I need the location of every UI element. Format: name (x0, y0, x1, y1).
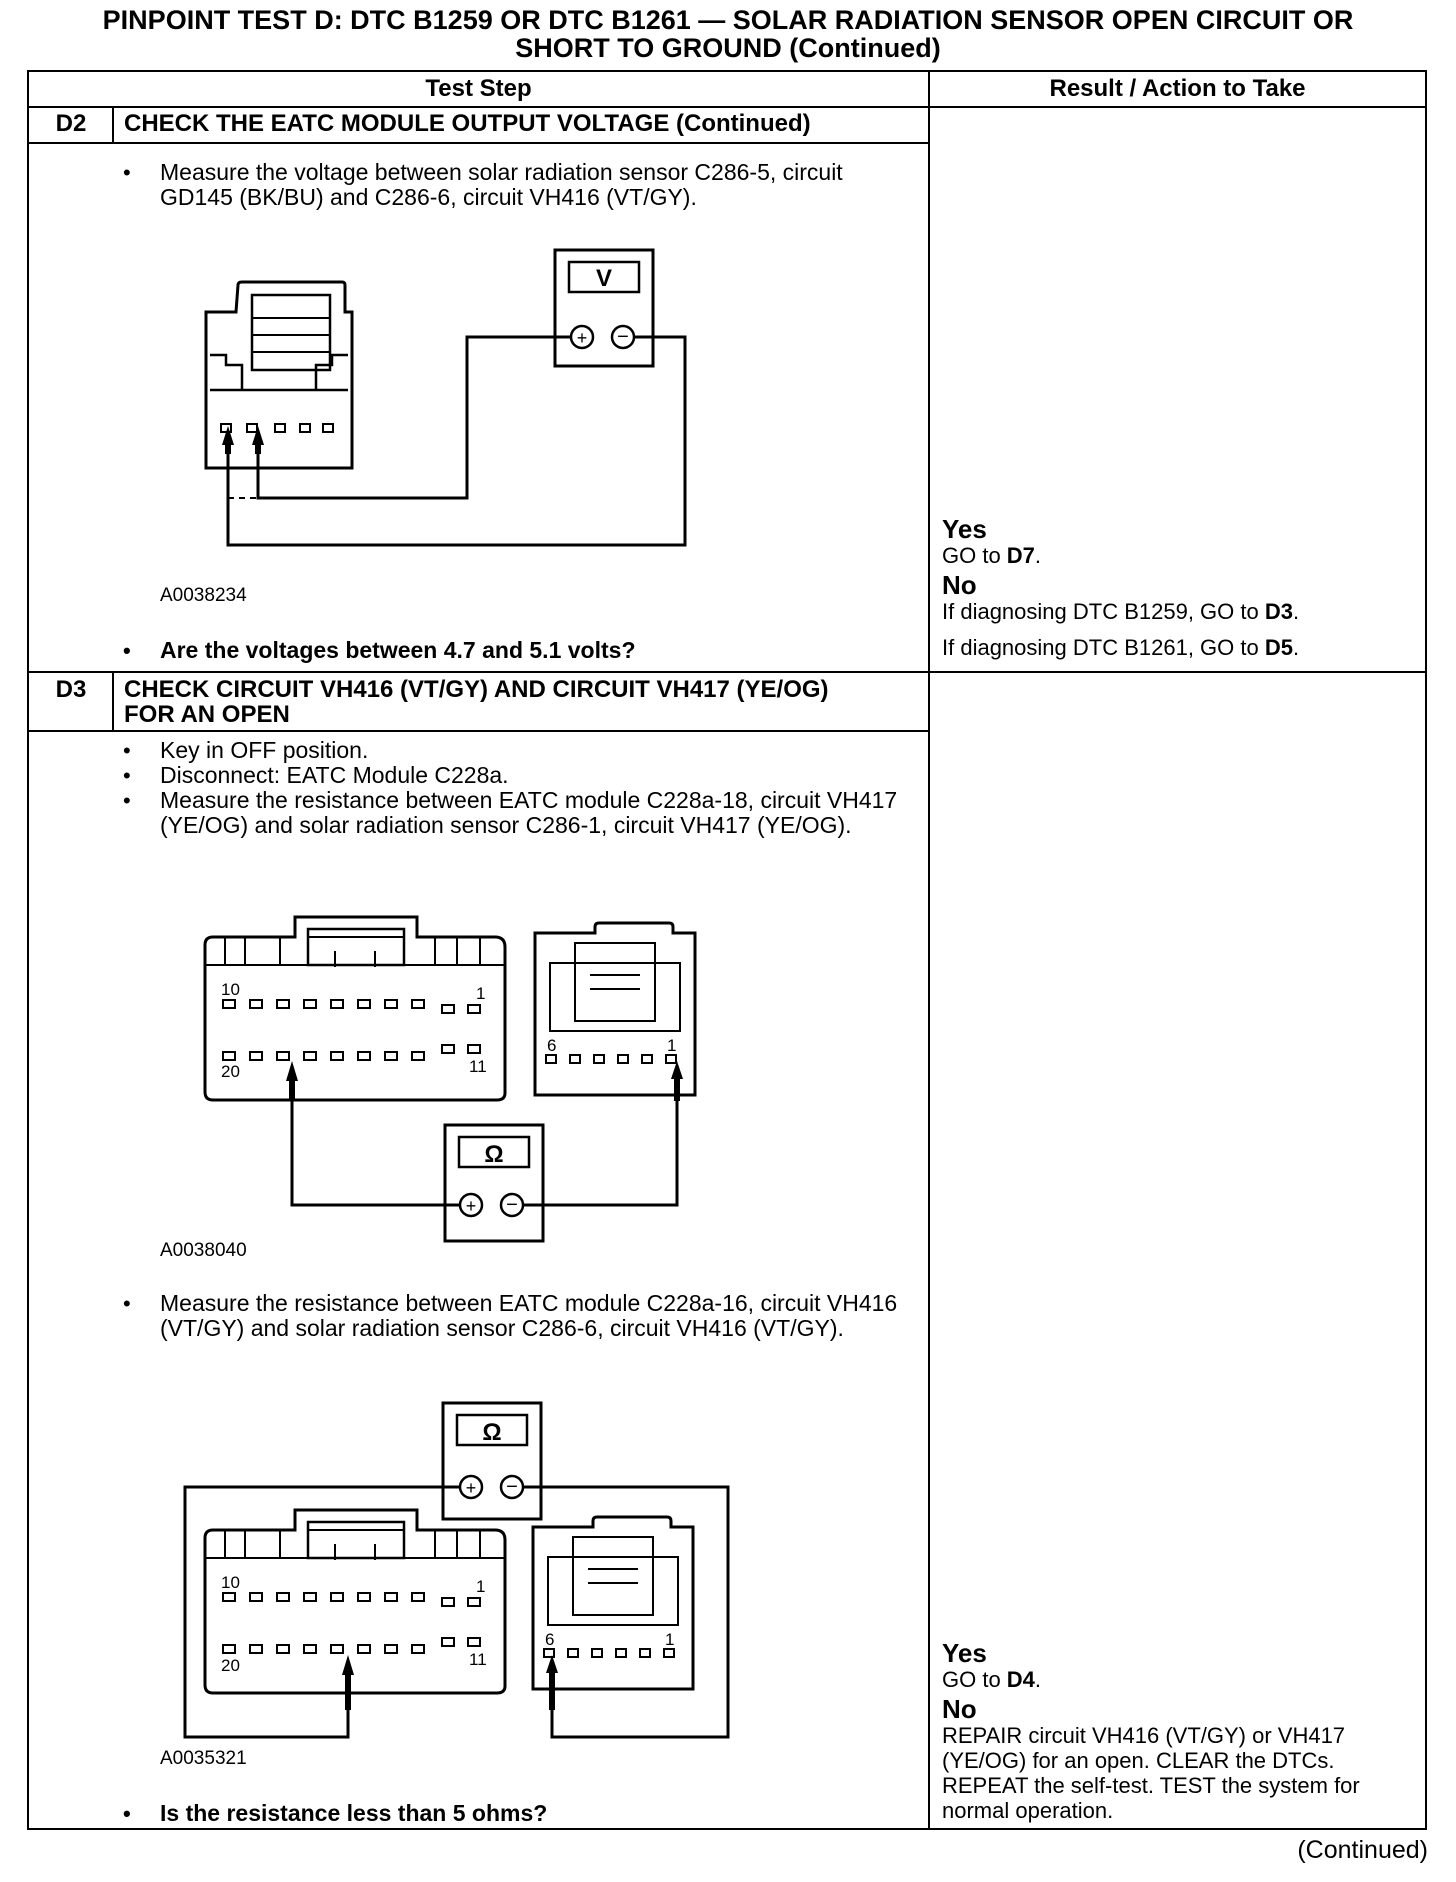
d2-figure-code: A0038234 (160, 585, 247, 606)
d2-no-action-b1261: If diagnosing DTC B1261, GO to D5. (942, 635, 1300, 660)
eatc-pin-1: 1 (476, 1577, 485, 1596)
d3-meter-symbol-2: Ω (482, 1419, 501, 1446)
d2-title-rule (27, 142, 929, 144)
d3-question: Is the resistance less than 5 ohms? (120, 1801, 920, 1827)
title-line-2: SHORT TO GROUND (Continued) (515, 33, 941, 63)
title-line-1: PINPOINT TEST D: DTC B1259 OR DTC B1261 … (102, 5, 1354, 35)
d3-bullet-disconnect: Disconnect: EATC Module C228a. (120, 763, 920, 789)
negative-terminal-icon: − (506, 1194, 518, 1216)
step-title-d3: CHECK CIRCUIT VH416 (VT/GY) AND CIRCUIT … (124, 677, 924, 727)
eatc-pin-10: 10 (221, 1573, 240, 1592)
test-table (27, 70, 1427, 1830)
d2-bullet-measure: Measure the voltage between solar radiat… (120, 160, 920, 210)
sensor-pin-6: 6 (547, 1036, 556, 1055)
column-header-test-step: Test Step (425, 75, 532, 102)
d3-instructions-2: Measure the resistance between EATC modu… (120, 1291, 920, 1341)
d3-figure-2-code: A0035321 (160, 1748, 247, 1769)
d3-id-divider (112, 671, 114, 732)
negative-terminal-icon: − (617, 326, 629, 348)
positive-terminal-icon: + (577, 328, 588, 348)
d3-title-line-1: CHECK CIRCUIT VH416 (VT/GY) AND CIRCUIT … (124, 676, 829, 703)
eatc-pin-20: 20 (221, 1656, 240, 1675)
d3-resistance-diagram-2: 10 1 20 11 6 1 Ω + − (183, 1401, 730, 1739)
d2-result: Yes GO to D7. No If diagnosing DTC B1259… (942, 514, 1422, 661)
negative-terminal-icon: − (506, 1476, 518, 1498)
eatc-pin-20: 20 (221, 1062, 240, 1081)
eatc-pin-1: 1 (476, 984, 485, 1003)
d3-no-label: No (942, 1694, 977, 1724)
eatc-pin-11: 11 (469, 1650, 487, 1669)
d2-question-list: Are the voltages between 4.7 and 5.1 vol… (120, 638, 920, 664)
d2-meter-symbol: V (596, 265, 612, 292)
column-divider (928, 70, 930, 1830)
step-id-d3: D3 (55, 676, 87, 703)
positive-terminal-icon: + (466, 1478, 477, 1498)
d3-instructions: Key in OFF position. Disconnect: EATC Mo… (120, 738, 920, 838)
d3-yes-action: GO to D4. (942, 1667, 1042, 1692)
d2-id-divider (112, 106, 114, 144)
d2-no-action-b1259: If diagnosing DTC B1259, GO to D3. (942, 599, 1300, 624)
d3-bullet-measure-18: Measure the resistance between EATC modu… (120, 788, 920, 838)
d3-result: Yes GO to D4. No REPAIR circuit VH416 (V… (942, 1638, 1422, 1824)
d3-figure-1-code: A0038040 (160, 1240, 247, 1261)
d3-resistance-diagram-1: 10 1 20 11 6 1 Ω + − (203, 915, 697, 1243)
d2-voltage-diagram: V + − (204, 248, 687, 547)
d3-title-line-2: FOR AN OPEN (124, 701, 290, 728)
step-id-d2: D2 (55, 110, 87, 137)
header-rule (27, 106, 1427, 108)
d2-instructions: Measure the voltage between solar radiat… (120, 160, 920, 210)
eatc-pin-10: 10 (221, 980, 240, 999)
sensor-pin-1: 1 (667, 1036, 676, 1055)
positive-terminal-icon: + (466, 1196, 477, 1216)
d2-yes-action: GO to D7. (942, 543, 1042, 568)
d3-yes-label: Yes (942, 1638, 987, 1668)
d2-question: Are the voltages between 4.7 and 5.1 vol… (120, 638, 920, 664)
d2-no-label: No (942, 570, 977, 600)
column-header-result: Result / Action to Take (1049, 75, 1306, 102)
d2-yes-label: Yes (942, 514, 987, 544)
page-title: PINPOINT TEST D: DTC B1259 OR DTC B1261 … (0, 6, 1456, 62)
sensor-pin-1: 1 (665, 1630, 674, 1649)
d2-d3-rule (27, 671, 1427, 673)
step-title-d2: CHECK THE EATC MODULE OUTPUT VOLTAGE (Co… (124, 110, 811, 137)
d3-bullet-key: Key in OFF position. (120, 738, 920, 764)
sensor-pin-6: 6 (545, 1630, 554, 1649)
d3-question-list: Is the resistance less than 5 ohms? (120, 1801, 920, 1827)
d3-no-action: REPAIR circuit VH416 (VT/GY) or VH417 (Y… (942, 1723, 1360, 1823)
d3-title-rule (27, 730, 929, 732)
continued-label: (Continued) (1297, 1836, 1428, 1864)
d3-meter-symbol-1: Ω (484, 1141, 503, 1168)
d3-bullet-measure-16: Measure the resistance between EATC modu… (120, 1291, 920, 1341)
eatc-pin-11: 11 (469, 1057, 487, 1076)
